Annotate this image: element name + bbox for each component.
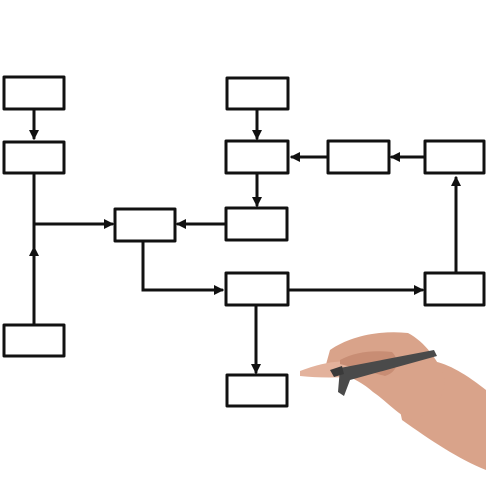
- flowchart-box-b7: [224, 206, 289, 242]
- pen-icon: [338, 350, 437, 396]
- pen-tip-icon: [330, 366, 344, 377]
- flowchart-box-b10: [423, 271, 486, 307]
- connector-b6-b8: [141, 239, 224, 295]
- flowchart-box-b2: [2, 140, 66, 175]
- flowchart-box-b9: [423, 139, 486, 175]
- flowchart-box-b11: [2, 323, 66, 358]
- flowchart-box-b1: [2, 75, 66, 111]
- flowchart-box-b8: [224, 271, 290, 307]
- flowchart-box-b6: [113, 207, 177, 243]
- connectors: [29, 108, 461, 374]
- flowchart-box-b5: [326, 139, 391, 175]
- flowchart-box-b12: [225, 373, 289, 408]
- hand-illustration: [300, 332, 486, 470]
- flowchart-box-b4: [224, 139, 290, 175]
- flowchart-box-b3: [225, 76, 290, 111]
- boxes: [2, 75, 486, 408]
